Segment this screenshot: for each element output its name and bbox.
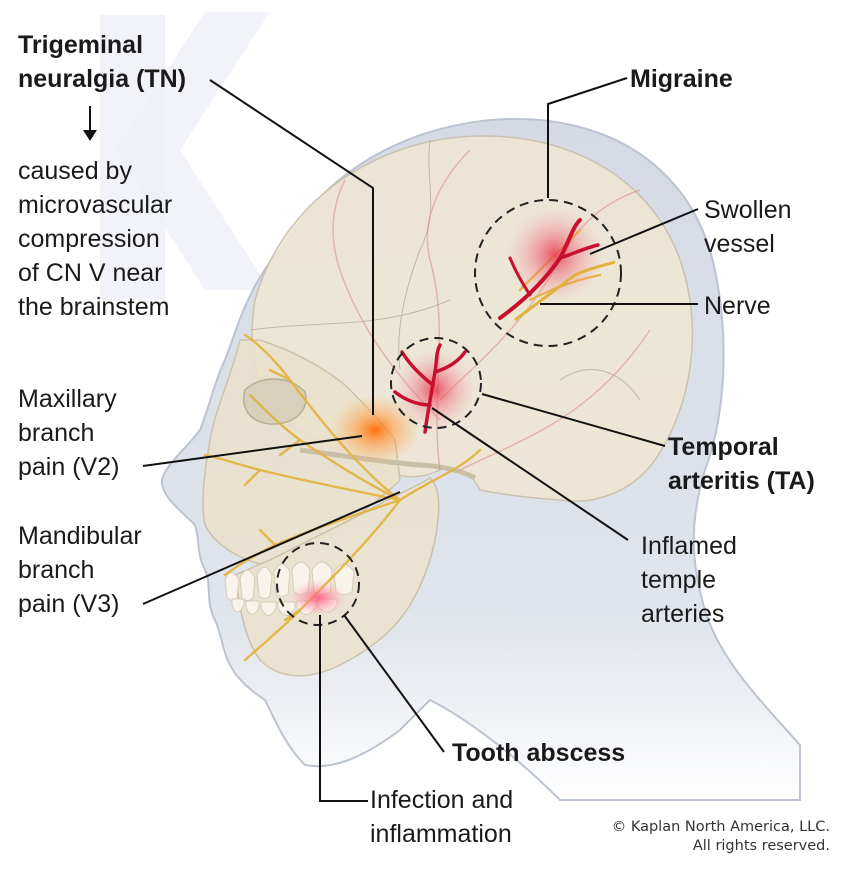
label-maxillary-branch: Maxillary branch pain (V2) <box>18 382 119 484</box>
label-inflamed-temple-arteries: Inflamed temple arteries <box>641 529 737 631</box>
label-mandibular-branch: Mandibular branch pain (V3) <box>18 519 142 621</box>
label-temporal-arteritis: Temporal arteritis (TA) <box>668 430 815 498</box>
abscess-glow <box>290 580 346 616</box>
label-nerve: Nerve <box>704 289 771 323</box>
down-arrow-icon <box>89 106 91 132</box>
label-trigeminal-neuralgia: Trigeminal neuralgia (TN) <box>18 28 186 96</box>
label-tooth-abscess: Tooth abscess <box>452 736 625 770</box>
label-infection-inflammation: Infection and inflammation <box>370 783 513 851</box>
label-tn-cause: caused by microvascular compression of C… <box>18 154 172 324</box>
copyright-notice: © Kaplan North America, LLC. All rights … <box>612 818 830 856</box>
label-swollen-vessel: Swollen vessel <box>704 193 792 261</box>
label-migraine: Migraine <box>630 62 733 96</box>
